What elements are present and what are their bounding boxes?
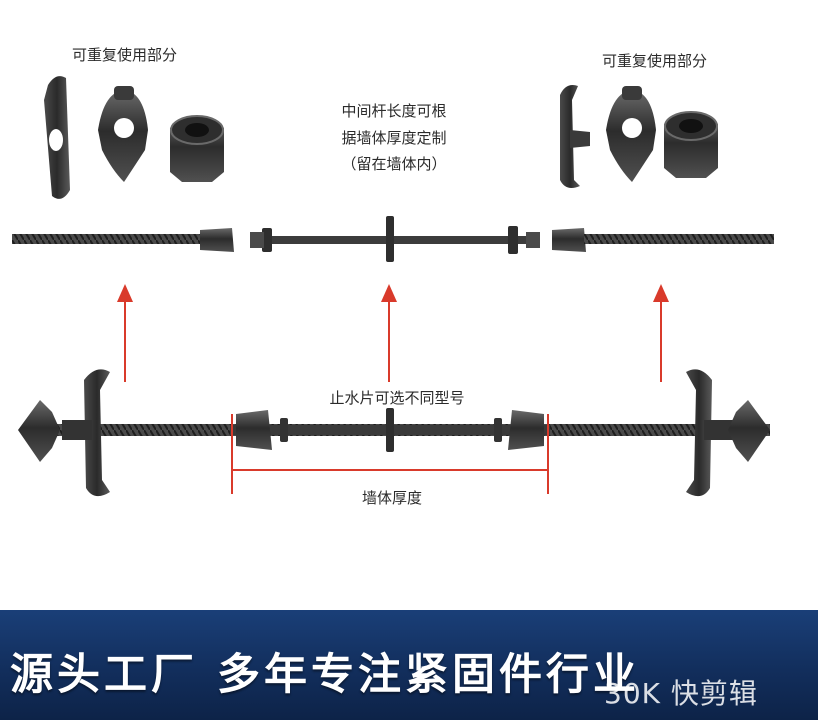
arrow-up-icon bbox=[381, 284, 397, 382]
right-reusable-parts bbox=[560, 85, 718, 188]
wall-thickness-dimension bbox=[231, 414, 549, 494]
app-watermark: 30K 快剪辑 bbox=[604, 677, 758, 710]
hex-nut-icon bbox=[170, 115, 224, 182]
arrow-up-icon bbox=[653, 284, 669, 382]
left-reusable-parts bbox=[44, 76, 224, 199]
banner-slogan: 源头工厂 多年专注紧固件行业 bbox=[10, 650, 640, 700]
butterfly-nut-icon bbox=[606, 86, 656, 182]
butterfly-nut-icon bbox=[98, 86, 148, 182]
middle-rod-note-line2: 据墙体厚度定制 bbox=[341, 129, 447, 147]
arrow-up-icon bbox=[117, 284, 133, 382]
water-stop-label: 止水片可选不同型号 bbox=[329, 389, 465, 407]
reusable-part-label-left: 可重复使用部分 bbox=[72, 46, 178, 64]
left-end-rod bbox=[12, 228, 234, 252]
wing-nut-icon bbox=[728, 400, 770, 462]
middle-rod bbox=[250, 216, 540, 262]
clamp-icon bbox=[84, 369, 110, 497]
assembled-tie-rod bbox=[18, 369, 770, 497]
hex-nut-icon bbox=[664, 111, 718, 178]
water-stop-plate bbox=[386, 408, 394, 452]
wall-thickness-label: 墙体厚度 bbox=[361, 489, 423, 507]
right-end-rod bbox=[552, 228, 774, 252]
promo-banner: 源头工厂 多年专注紧固件行业 30K 快剪辑 bbox=[0, 610, 818, 720]
wedge-pin-icon bbox=[44, 76, 70, 199]
cone-right bbox=[508, 410, 544, 450]
middle-rod-note-line1: 中间杆长度可根 bbox=[341, 102, 447, 120]
middle-rod-note-line3: （留在墙体内） bbox=[341, 155, 447, 173]
reusable-part-label-right: 可重复使用部分 bbox=[602, 52, 708, 70]
wing-nut-icon bbox=[18, 400, 60, 462]
clamp-icon bbox=[686, 369, 712, 497]
cone-left bbox=[236, 410, 272, 450]
clamp-icon bbox=[560, 85, 590, 188]
